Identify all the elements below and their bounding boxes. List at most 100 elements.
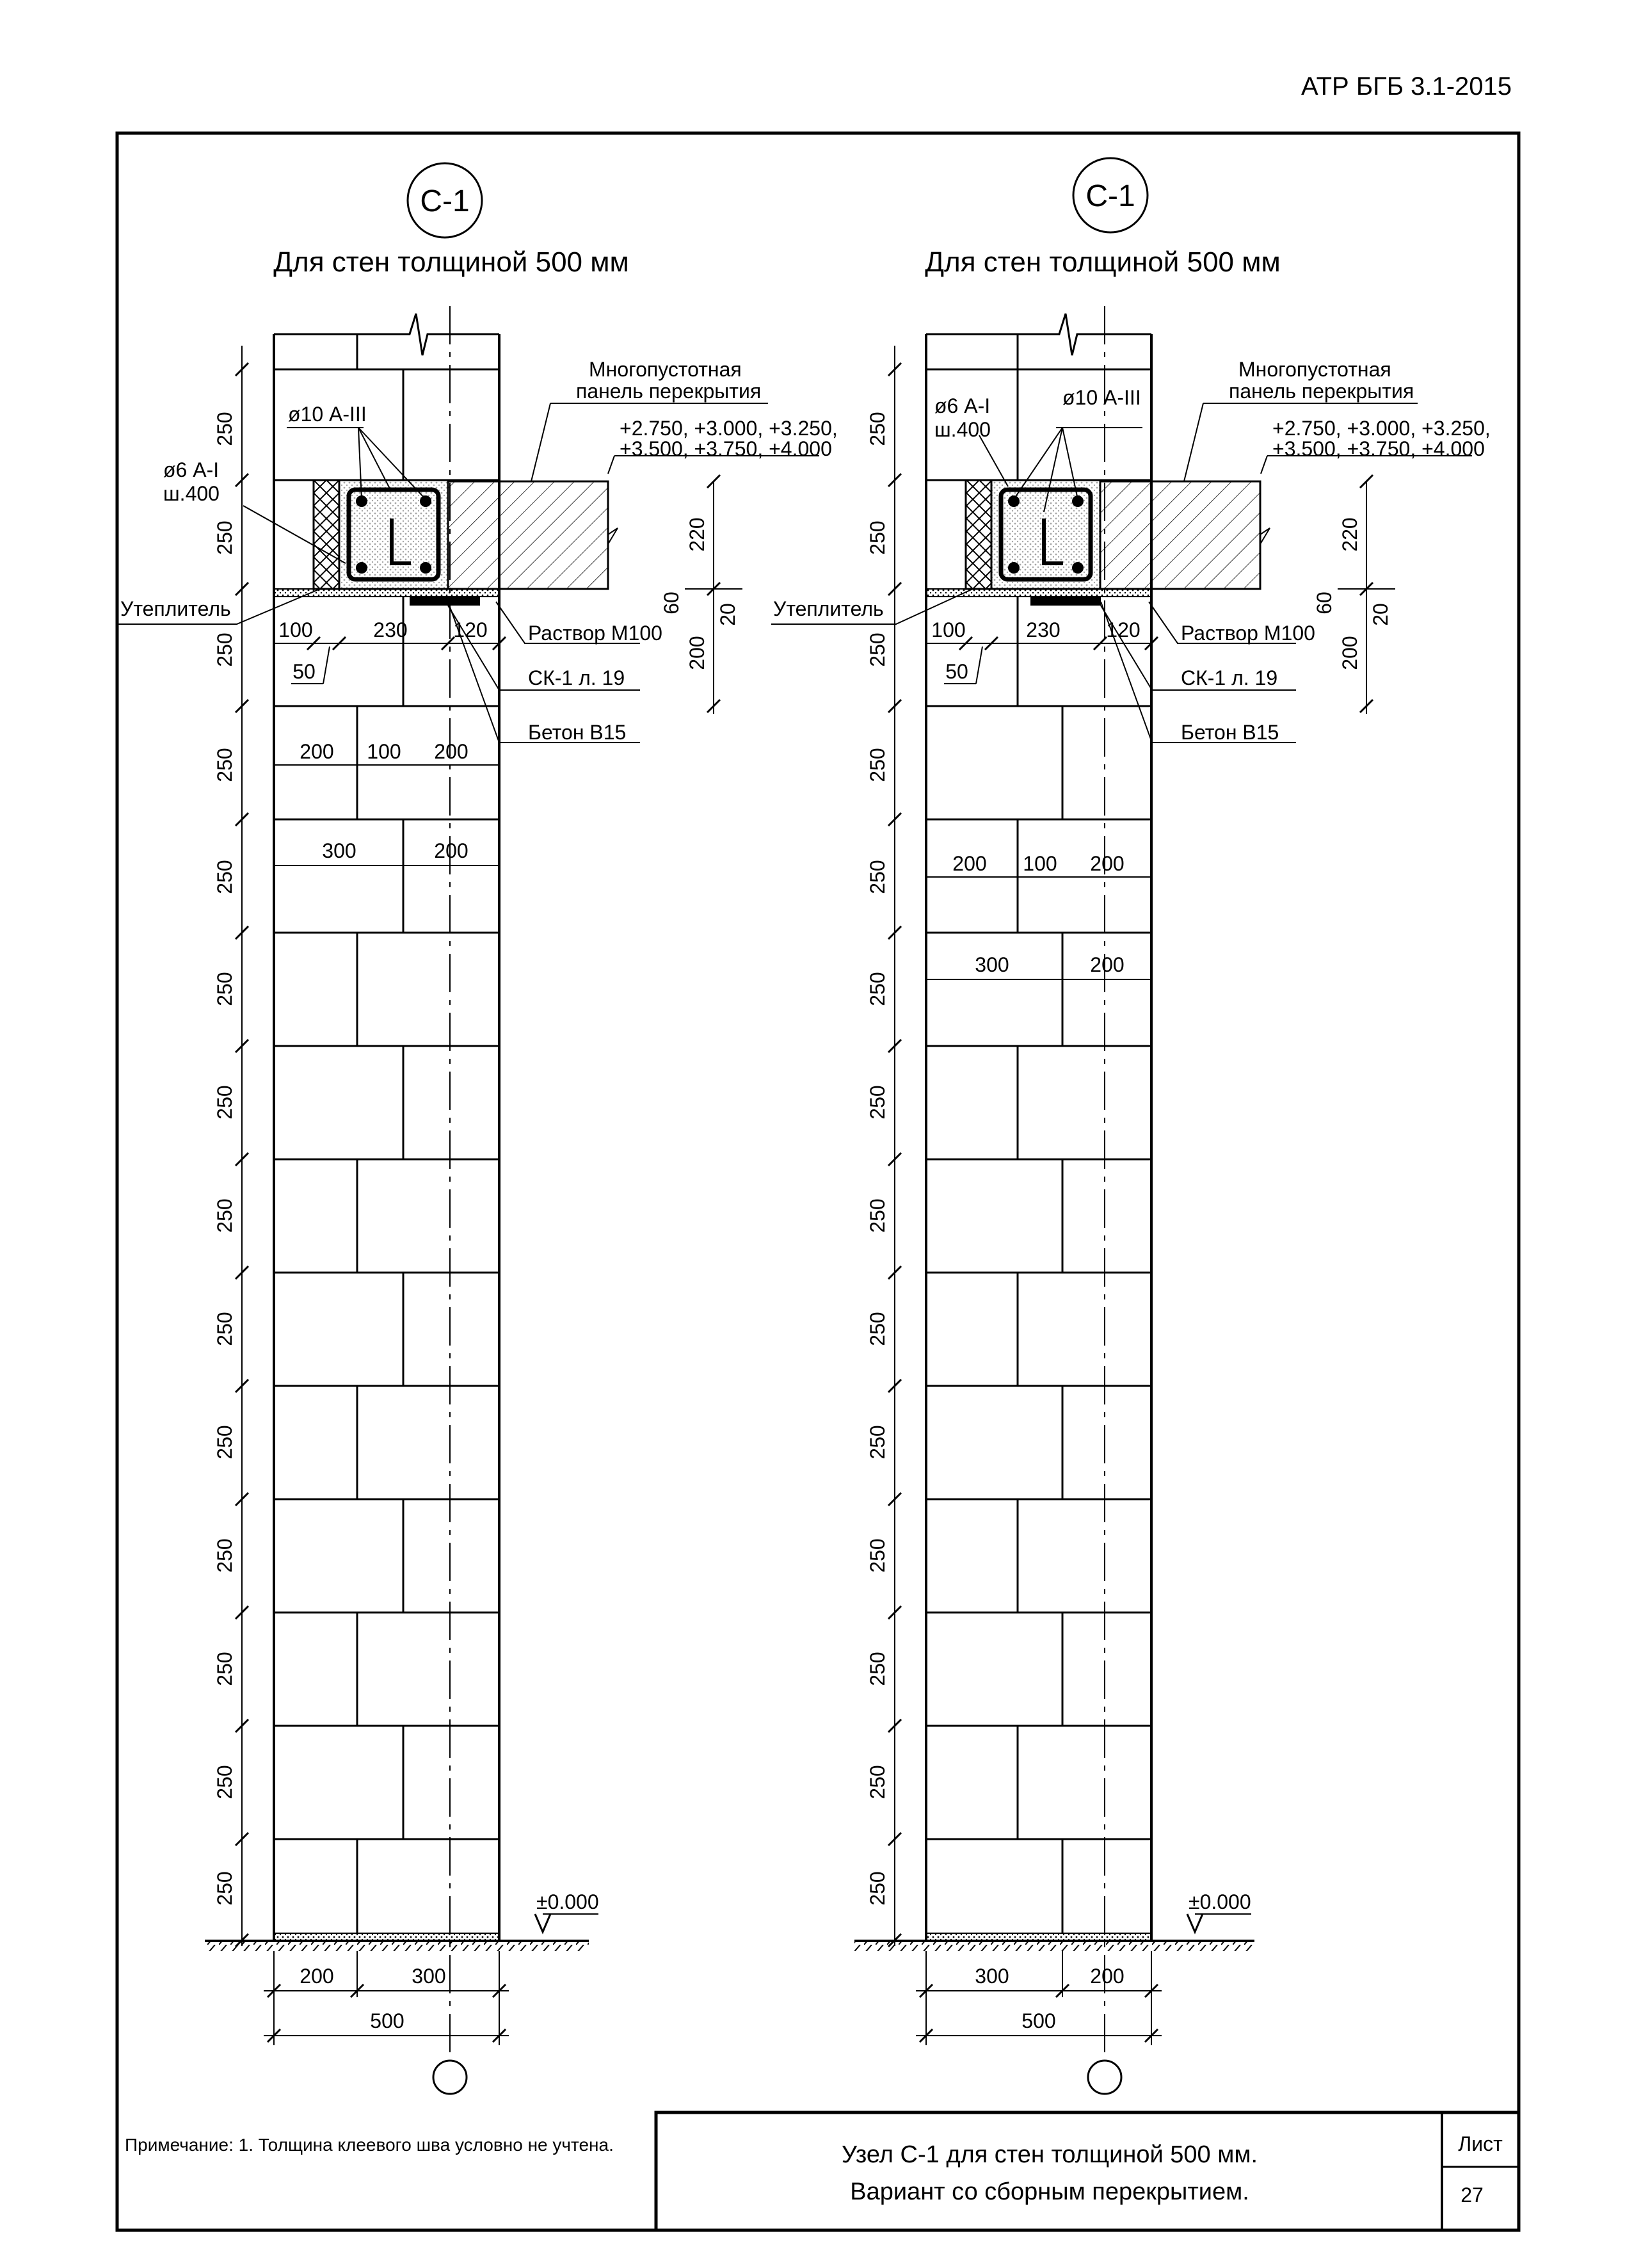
course-dim: 250 bbox=[213, 1312, 236, 1346]
course-dim: 250 bbox=[866, 1425, 889, 1459]
course-dim: 250 bbox=[213, 972, 236, 1006]
title-line-2: Вариант со сборным перекрытием. bbox=[850, 2178, 1249, 2205]
course-dim: 250 bbox=[213, 412, 236, 446]
detail-title: Для стен толщиной 500 мм bbox=[925, 246, 1281, 278]
course-dim: 250 bbox=[213, 632, 236, 666]
sk1-label: СК-1 л. 19 bbox=[1181, 666, 1277, 689]
course-dim: 250 bbox=[866, 748, 889, 782]
dim-bottom-1: 200 bbox=[300, 1965, 333, 1988]
course-dim: 250 bbox=[213, 860, 236, 894]
insulation bbox=[965, 479, 993, 590]
dim-bottom-2: 300 bbox=[412, 1965, 445, 1988]
course-dim: 250 bbox=[866, 1198, 889, 1232]
course-dim: 250 bbox=[866, 520, 889, 554]
rebar-6-label: ø6 А-I bbox=[934, 394, 990, 417]
course-dim: 250 bbox=[213, 1871, 236, 1905]
course-dim: 250 bbox=[213, 1765, 236, 1799]
panel-label-1: Многопустотная bbox=[589, 358, 742, 381]
elevations-line-2: +3.500, +3.750, +4.000 bbox=[1272, 437, 1485, 460]
dim-50: 50 bbox=[292, 660, 316, 683]
dim-200: 200 bbox=[1090, 852, 1124, 875]
dim-120: 120 bbox=[1106, 618, 1140, 641]
sheet-label: Лист bbox=[1458, 2132, 1503, 2155]
course-dim: 250 bbox=[866, 1871, 889, 1905]
sk1-label: СК-1 л. 19 bbox=[528, 666, 625, 689]
dim-220: 220 bbox=[685, 517, 708, 551]
elevations-line-1: +2.750, +3.000, +3.250, bbox=[1272, 417, 1491, 440]
hollow-core-panel bbox=[1099, 480, 1261, 590]
footnote: Примечание: 1. Толщина клеевого шва усло… bbox=[125, 2135, 614, 2155]
dim-300: 300 bbox=[975, 953, 1009, 976]
course-dim: 250 bbox=[213, 1652, 236, 1685]
dim-20: 20 bbox=[716, 603, 739, 626]
dim-120: 120 bbox=[453, 618, 487, 641]
dim-100: 100 bbox=[931, 618, 965, 641]
section-marker-label: С-1 bbox=[1085, 179, 1135, 213]
dim-100: 100 bbox=[367, 740, 401, 763]
course-dim: 250 bbox=[213, 748, 236, 782]
sheet-number: 27 bbox=[1461, 2184, 1484, 2207]
dim-50: 50 bbox=[945, 660, 968, 683]
course-dim: 250 bbox=[866, 632, 889, 666]
section-marker-circle bbox=[406, 162, 483, 239]
course-dim: 250 bbox=[213, 520, 236, 554]
title-line-1: Узел С-1 для стен толщиной 500 мм. bbox=[842, 2141, 1258, 2168]
dim-200: 200 bbox=[1090, 953, 1124, 976]
mortar-label: Раствор М100 bbox=[528, 622, 662, 645]
concrete-label: Бетон В15 bbox=[1181, 721, 1279, 744]
elevations-line-2: +3.500, +3.750, +4.000 bbox=[620, 437, 832, 460]
dim-200: 200 bbox=[1338, 636, 1361, 670]
rebar-6-spacing: ш.400 bbox=[163, 482, 220, 505]
rebar-10-label: ø10 А-III bbox=[288, 403, 367, 426]
dim-100: 100 bbox=[278, 618, 312, 641]
dim-100: 100 bbox=[1023, 852, 1057, 875]
axis-bubble bbox=[432, 2059, 468, 2095]
dim-200: 200 bbox=[434, 839, 468, 862]
dim-bottom-1: 300 bbox=[975, 1965, 1009, 1988]
detail-right: С-1 Для стен толщиной 500 мм bbox=[771, 157, 1491, 2095]
stirrup bbox=[998, 487, 1093, 582]
section-marker-label: С-1 bbox=[420, 184, 469, 218]
panel-label-2: панель перекрытия bbox=[576, 380, 761, 403]
panel-label-2: панель перекрытия bbox=[1229, 380, 1414, 403]
course-dim: 250 bbox=[213, 1425, 236, 1459]
dim-bottom-2: 200 bbox=[1090, 1965, 1124, 1988]
concrete-label: Бетон В15 bbox=[528, 721, 626, 744]
insulation bbox=[312, 479, 340, 590]
insulation-label: Утеплитель bbox=[773, 597, 884, 620]
dim-200: 200 bbox=[300, 740, 333, 763]
anchor-sk1 bbox=[410, 597, 480, 606]
anchor-sk1 bbox=[1030, 597, 1101, 606]
zero-elevation: ±0.000 bbox=[536, 1890, 599, 1913]
course-dim: 250 bbox=[213, 1538, 236, 1572]
dim-230: 230 bbox=[373, 618, 407, 641]
rebar-6-label: ø6 А-I bbox=[163, 458, 219, 481]
dim-60: 60 bbox=[1313, 591, 1336, 615]
dim-230: 230 bbox=[1026, 618, 1060, 641]
course-dim: 250 bbox=[866, 412, 889, 446]
dim-total: 500 bbox=[1021, 2009, 1055, 2032]
course-dim: 250 bbox=[213, 1085, 236, 1119]
panel-label-1: Многопустотная bbox=[1238, 358, 1391, 381]
dim-total: 500 bbox=[370, 2009, 404, 2032]
course-dim: 250 bbox=[866, 1538, 889, 1572]
title-block: Узел С-1 для стен толщиной 500 мм. Вариа… bbox=[654, 2111, 1521, 2232]
insulation-label: Утеплитель bbox=[120, 597, 231, 620]
dim-200: 200 bbox=[952, 852, 986, 875]
rebar-6-spacing: ш.400 bbox=[934, 418, 991, 441]
dim-200: 200 bbox=[685, 636, 708, 670]
section-marker-circle bbox=[1072, 157, 1149, 234]
dim-60: 60 bbox=[660, 591, 683, 615]
zero-elevation: ±0.000 bbox=[1189, 1890, 1251, 1913]
course-dim: 250 bbox=[866, 860, 889, 894]
axis-bubble bbox=[1087, 2059, 1123, 2095]
rebar-10-label: ø10 А-III bbox=[1062, 386, 1141, 409]
stirrup bbox=[346, 487, 441, 582]
dim-200: 200 bbox=[434, 740, 468, 763]
mortar-label: Раствор М100 bbox=[1181, 622, 1315, 645]
dim-300: 300 bbox=[322, 839, 356, 862]
course-dim: 250 bbox=[866, 1765, 889, 1799]
course-dim: 250 bbox=[866, 1312, 889, 1346]
detail-title: Для стен толщиной 500 мм bbox=[273, 246, 629, 278]
